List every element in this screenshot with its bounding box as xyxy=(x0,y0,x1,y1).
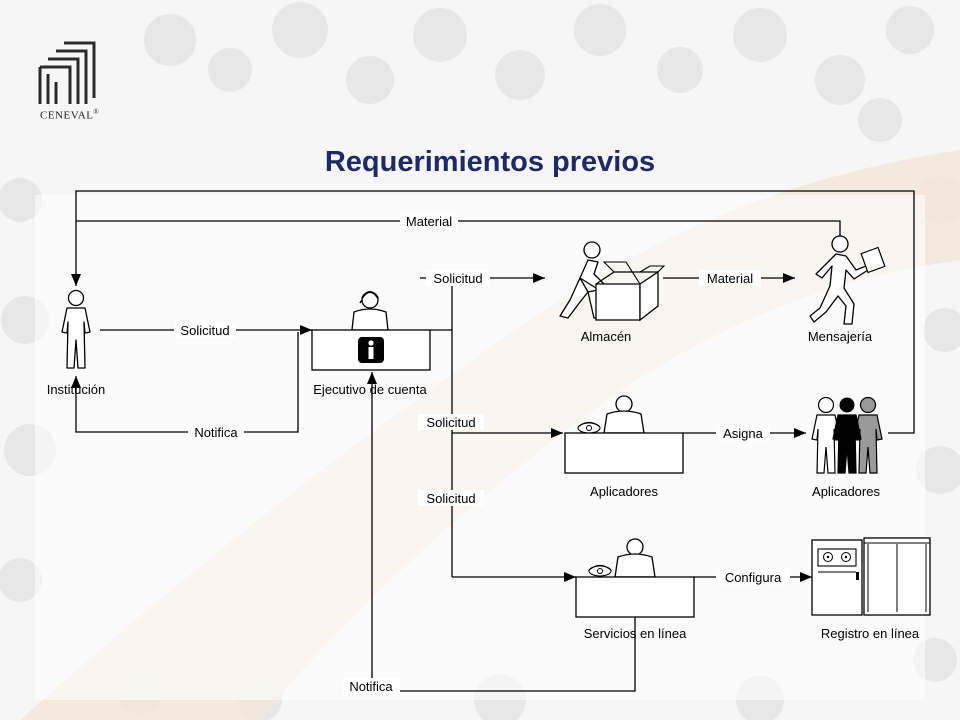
institucion-label: Institución xyxy=(47,382,106,397)
box-icon xyxy=(595,261,666,322)
headset-icon xyxy=(359,299,363,304)
label-configura: Configura xyxy=(725,570,782,585)
mensajeria-label: Mensajería xyxy=(808,329,873,344)
servicios-desk xyxy=(575,576,695,618)
flow-labels: Material Solicitud Notifica Solicitud Ma… xyxy=(174,213,790,694)
tape-drive-icon xyxy=(823,552,851,562)
aplicadores-desk-label: Aplicadores xyxy=(590,484,658,499)
servicios-person-icon xyxy=(614,538,656,578)
telephone-icon-2 xyxy=(588,564,612,577)
ejecutivo-person-icon xyxy=(351,291,389,331)
label-solicitud-inst: Solicitud xyxy=(180,323,229,338)
connector-notifica-bottom xyxy=(367,372,636,692)
connector-top-loop xyxy=(71,190,915,434)
page-title: Requerimientos previos xyxy=(324,146,656,178)
aplicadores-desk-person-icon xyxy=(603,395,645,434)
label-solicitud-aplic: Solicitud xyxy=(426,415,475,430)
label-asigna: Asigna xyxy=(723,426,764,441)
label-notifica-bottom: Notifica xyxy=(349,679,393,694)
ceneval-logo-icon xyxy=(38,41,96,104)
aplicadores-group-icon xyxy=(811,396,883,474)
aplicadores-group-label: Aplicadores xyxy=(812,484,880,499)
ejecutivo-label: Ejecutivo de cuenta xyxy=(313,382,427,397)
almacen-label: Almacén xyxy=(581,329,632,344)
label-solicitud-serv: Solicitud xyxy=(426,491,475,506)
mensajeria-person-icon xyxy=(809,235,886,325)
info-icon xyxy=(358,337,384,363)
label-material-top: Material xyxy=(406,214,452,229)
server-cabinet-icon xyxy=(811,537,931,616)
label-solicitud-almacen: Solicitud xyxy=(433,271,482,286)
label-notifica-inst: Notifica xyxy=(194,425,238,440)
servicios-label: Servicios en línea xyxy=(584,626,687,641)
connector-notifica-inst xyxy=(71,332,299,433)
logo-text: CENEVAL® xyxy=(40,108,100,122)
aplicadores-desk xyxy=(564,432,684,474)
label-material-almacen: Material xyxy=(707,271,753,286)
institucion-person-icon xyxy=(61,289,91,369)
registro-label: Registro en línea xyxy=(821,626,920,641)
telephone-icon xyxy=(577,421,601,434)
